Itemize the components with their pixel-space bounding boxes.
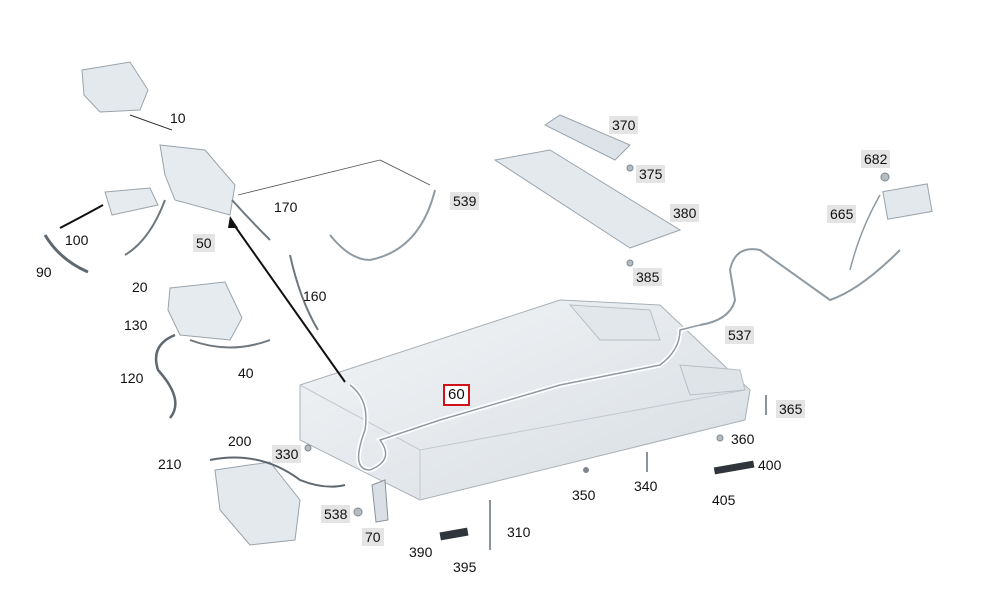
screw-330 (304, 444, 312, 452)
callout-360: 360 (731, 431, 755, 447)
screw-350 (583, 467, 589, 473)
clip-400 (713, 460, 755, 475)
callout-200: 200 (228, 433, 252, 449)
callout-539: 539 (450, 192, 480, 210)
callout-665: 665 (827, 205, 857, 223)
nut-538 (353, 507, 363, 517)
cable-160 (289, 254, 319, 331)
compressor-200 (209, 456, 346, 546)
callout-390: 390 (409, 544, 433, 560)
screw-385 (626, 259, 634, 267)
callout-537: 537 (725, 326, 755, 344)
callout-60-highlighted[interactable]: 60 (443, 384, 470, 406)
callout-90: 90 (36, 264, 52, 280)
callout-40: 40 (238, 365, 254, 381)
assembly-arrow (228, 216, 346, 383)
callout-395: 395 (453, 559, 477, 575)
battery-tray (299, 299, 751, 501)
cover-plate-380 (493, 149, 682, 249)
junction-box-20 (104, 144, 271, 256)
callout-210: 210 (158, 456, 182, 472)
callout-400: 400 (758, 457, 782, 473)
callout-170: 170 (274, 199, 298, 215)
cable-90 (43, 204, 104, 274)
callout-682: 682 (861, 150, 891, 168)
callout-538: 538 (321, 505, 351, 523)
callout-375: 375 (636, 165, 666, 183)
distribution-block-40 (167, 281, 271, 349)
callout-10: 10 (170, 110, 186, 126)
clip-390 (439, 527, 469, 541)
callout-380: 380 (670, 204, 700, 222)
harness-60-cable (348, 322, 701, 473)
callout-350: 350 (572, 487, 596, 503)
callout-385: 385 (633, 268, 663, 286)
harness-665 (699, 172, 933, 326)
callout-160: 160 (303, 288, 327, 304)
callout-370: 370 (609, 116, 639, 134)
callout-130: 130 (124, 317, 148, 333)
cable-120 (154, 333, 177, 419)
callout-330: 330 (272, 445, 302, 463)
screw-360 (716, 434, 724, 442)
callout-340: 340 (634, 478, 658, 494)
bracket-70 (371, 479, 389, 523)
control-unit-10 (81, 61, 173, 131)
screw-375 (626, 164, 634, 172)
callout-70: 70 (362, 528, 384, 546)
callout-50: 50 (193, 234, 215, 252)
callout-365: 365 (776, 400, 806, 418)
callout-100: 100 (65, 232, 89, 248)
cable-539 (237, 159, 436, 262)
bracket-370 (544, 114, 631, 161)
callout-20: 20 (132, 279, 148, 295)
callout-310: 310 (507, 524, 531, 540)
callout-405: 405 (712, 492, 736, 508)
callout-120: 120 (120, 370, 144, 386)
